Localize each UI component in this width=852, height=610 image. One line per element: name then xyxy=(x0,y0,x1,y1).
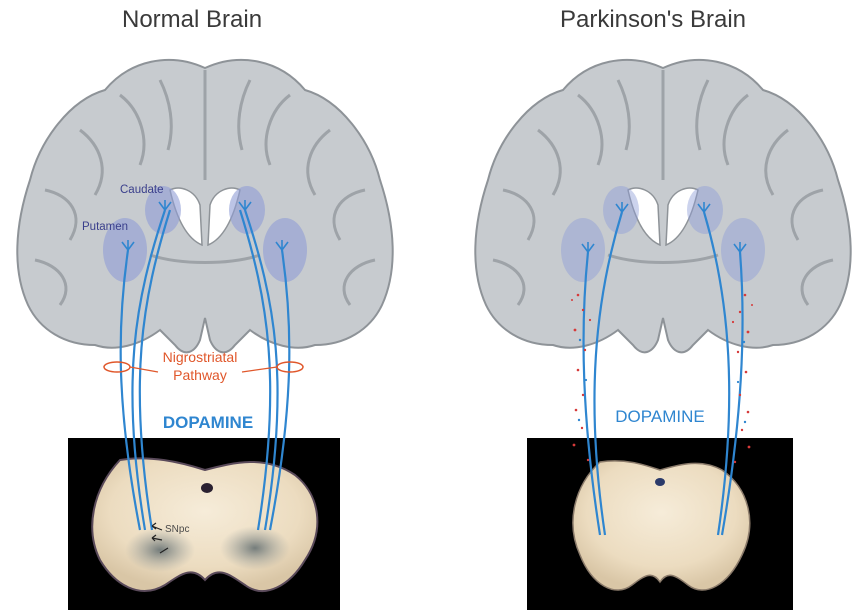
nigrostriatal-marker-left xyxy=(104,362,130,372)
nigrostriatal-leader-left xyxy=(130,367,158,372)
normal-caudate-right xyxy=(229,186,265,234)
pd-putamen-left xyxy=(561,218,605,282)
parkinsons-brain-section: DOPAMINE xyxy=(475,60,850,610)
putamen-label: Putamen xyxy=(82,221,128,233)
nigrostriatal-label-line1: Nigrostriatal xyxy=(163,349,238,365)
nigrostriatal-leader-right xyxy=(242,367,277,372)
normal-aqueduct xyxy=(201,483,213,493)
dopamine-label-pd: DOPAMINE xyxy=(615,407,704,426)
nigrostriatal-label-line2: Pathway xyxy=(173,367,227,383)
normal-substantia-nigra-right xyxy=(220,526,290,570)
normal-brain-section: Caudate Putamen Nigrostriatal Pathway DO… xyxy=(17,60,392,610)
normal-midbrain-tissue xyxy=(92,458,317,591)
pd-aqueduct xyxy=(655,478,665,486)
pd-putamen-right xyxy=(721,218,765,282)
snpc-label: SNpc xyxy=(165,524,189,535)
dopamine-label-normal: DOPAMINE xyxy=(163,413,253,432)
caudate-label: Caudate xyxy=(120,184,163,196)
